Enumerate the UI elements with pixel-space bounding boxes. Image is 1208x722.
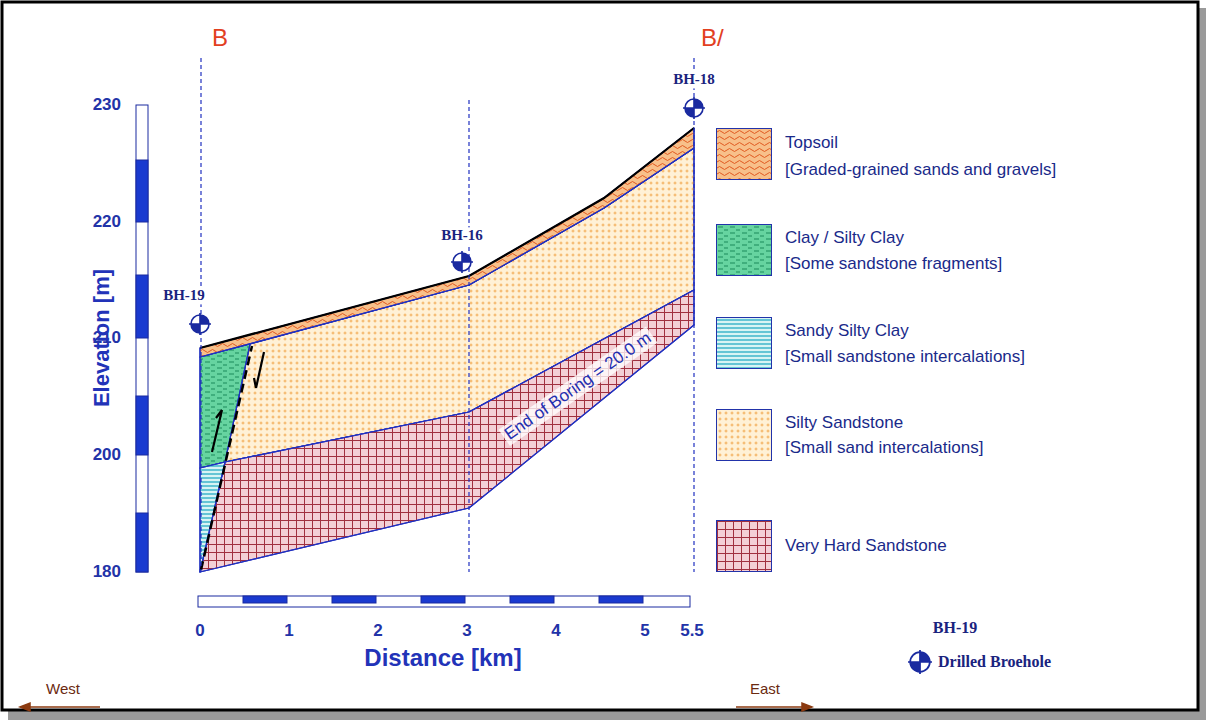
- legend-borehole-symbol: [908, 650, 932, 674]
- borehole-id: BH-19: [161, 287, 207, 304]
- legend-text: Topsoil: [785, 133, 838, 153]
- legend-description: [Small sand intercalations]: [785, 438, 983, 458]
- legend-swatch: [716, 224, 772, 276]
- section-letter: B: [212, 24, 228, 52]
- distance-tick: 1: [284, 621, 293, 641]
- legend-swatch: [716, 520, 772, 572]
- direction-label: West: [46, 680, 80, 697]
- elevation-tick: 220: [93, 212, 121, 232]
- borehole-id: BH-18: [671, 71, 717, 88]
- legend-description: [Small sandstone intercalations]: [785, 347, 1025, 367]
- borehole-id: BH-16: [439, 227, 485, 244]
- distance-tick: 0: [195, 621, 204, 641]
- distance-tick: 3: [462, 621, 471, 641]
- legend-swatch: [716, 409, 772, 461]
- legend-swatch: [716, 128, 772, 180]
- legend-description: [Some sandstone fragments]: [785, 254, 1002, 274]
- elevation-tick: 200: [93, 445, 121, 465]
- distance-tick: 5: [640, 621, 649, 641]
- axis-title: Elevation [m]: [89, 269, 114, 407]
- direction-label: East: [750, 680, 780, 697]
- legend-description: [Graded-grained sands and gravels]: [785, 160, 1056, 180]
- axis-title: Distance [km]: [364, 644, 521, 672]
- boring-note: End of Boring = 20.0 m: [499, 326, 658, 445]
- legend-text: Sandy Silty Clay: [785, 321, 909, 341]
- distance-tick: 4: [551, 621, 560, 641]
- distance-tick: 5.5: [680, 621, 704, 641]
- elevation-tick: 230: [93, 95, 121, 115]
- elevation-tick: 180: [93, 562, 121, 582]
- legend-text: Silty Sandstone: [785, 413, 903, 433]
- legend-borehole-id: BH-19: [933, 619, 977, 637]
- legend-swatch: [716, 317, 772, 369]
- section-letter: B/: [701, 24, 724, 52]
- legend-text: Drilled Broehole: [938, 653, 1051, 671]
- legend-text: Very Hard Sandstone: [785, 536, 947, 556]
- distance-tick: 2: [373, 621, 382, 641]
- legend-text: Clay / Silty Clay: [785, 228, 904, 248]
